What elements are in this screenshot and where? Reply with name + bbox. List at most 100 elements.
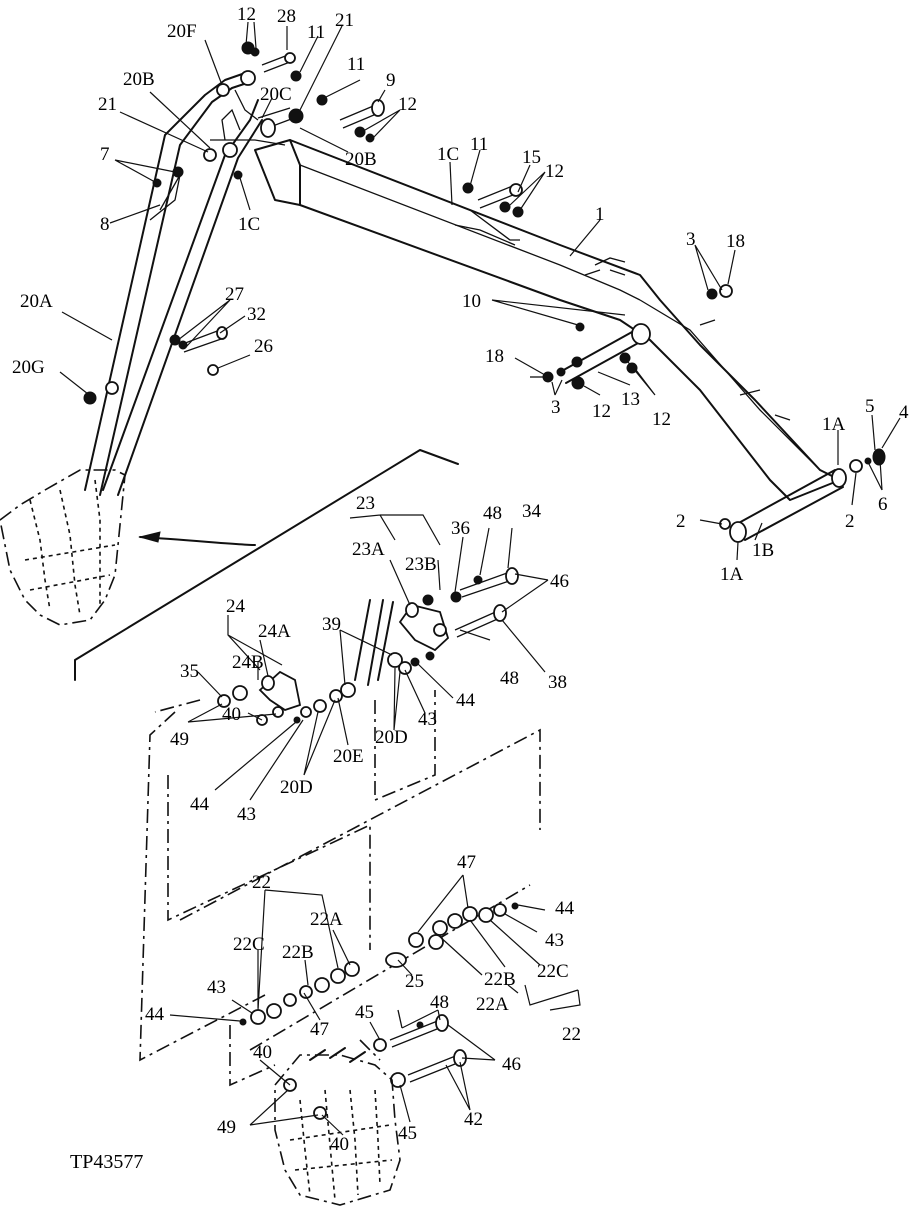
callout: 44 [456, 690, 476, 711]
callout: 21 [98, 94, 117, 115]
arm-tip [354, 599, 394, 686]
callout: 24 [226, 596, 246, 617]
callout: 1B [752, 540, 774, 561]
callout: 9 [386, 70, 396, 91]
boom [254, 139, 841, 501]
callout: 22 [252, 872, 271, 893]
callout: 47 [457, 852, 476, 873]
callout: 22B [484, 969, 516, 990]
callout: 34 [522, 501, 542, 522]
callout: 22B [282, 942, 314, 963]
callout: 22A [476, 994, 509, 1015]
bucket-link-24 [217, 670, 302, 726]
callout: 21 [335, 10, 354, 31]
callout: 43 [207, 977, 226, 998]
callout: 35 [180, 661, 199, 682]
panel-frame [74, 449, 459, 681]
callout: 11 [347, 54, 365, 75]
callout: 22A [310, 909, 343, 930]
callout: 23A [352, 539, 385, 560]
arm-cylinder-pin [169, 326, 228, 376]
callout: 11 [470, 134, 488, 155]
pin-cap [719, 284, 733, 298]
callout: 15 [522, 147, 541, 168]
callout: 40 [253, 1042, 272, 1063]
callout: 46 [550, 571, 569, 592]
callout: 20B [123, 69, 155, 90]
bucket-pins [373, 1009, 467, 1088]
callout: 7 [100, 144, 110, 165]
callout: 24B [232, 652, 264, 673]
callout: 44 [555, 898, 575, 919]
callout: 40 [330, 1134, 349, 1155]
bucket-bottom [274, 1047, 401, 1206]
callout: 48 [500, 668, 519, 689]
callout: 1C [437, 144, 459, 165]
callout: 45 [355, 1002, 374, 1023]
callout: 22C [537, 961, 569, 982]
callout: 10 [462, 291, 481, 312]
callout: 48 [483, 503, 502, 524]
callout: 5 [865, 396, 875, 417]
callout: 20A [20, 291, 53, 312]
callout: 36 [451, 518, 470, 539]
boom-cylinder-pin [530, 322, 651, 390]
callout: 27 [225, 284, 244, 305]
arm-tip-bushings [293, 651, 435, 724]
callout: 44 [190, 794, 210, 815]
callout: 3 [686, 229, 696, 250]
callout: 20D [375, 727, 408, 748]
callout: 12 [652, 409, 671, 430]
callout: 40 [222, 704, 241, 725]
callout: 43 [237, 804, 256, 825]
callout: 3 [551, 397, 561, 418]
callout: 28 [277, 6, 296, 27]
callout: 24A [258, 621, 291, 642]
callout: 12 [398, 94, 417, 115]
callout: 43 [545, 930, 564, 951]
callout: 49 [217, 1117, 236, 1138]
callout: 26 [254, 336, 273, 357]
callout: 32 [247, 304, 266, 325]
callout: 1C [238, 214, 260, 235]
callout: 22 [562, 1024, 581, 1045]
callout: 38 [548, 672, 567, 693]
callout: 20E [333, 746, 364, 767]
callout: 1A [822, 414, 846, 435]
callout: 2 [845, 511, 855, 532]
callout: 20C [260, 84, 292, 105]
callout: 25 [405, 971, 424, 992]
callout: 6 [878, 494, 888, 515]
callout: 12 [592, 401, 611, 422]
callout: 23B [405, 554, 437, 575]
bucket-link-23 [398, 567, 519, 652]
arm [83, 70, 286, 496]
callout: 18 [726, 231, 745, 252]
bucket-top [0, 469, 126, 626]
callout: 23 [356, 493, 375, 514]
callout: 42 [464, 1109, 483, 1130]
callout: 43 [418, 709, 437, 730]
arrow-head [138, 531, 161, 543]
callout: 48 [430, 992, 449, 1013]
callout: 18 [485, 346, 504, 367]
callout: 12 [545, 161, 564, 182]
callout: 20D [280, 777, 313, 798]
callout: 20F [167, 21, 197, 42]
callout: 11 [307, 22, 325, 43]
callout: 20B [345, 149, 377, 170]
callout: 22C [233, 934, 265, 955]
callout: 45 [398, 1123, 417, 1144]
callout: 46 [502, 1054, 521, 1075]
callout: 20G [12, 357, 45, 378]
bucket-link-22-left [239, 961, 360, 1026]
washer [706, 288, 718, 300]
callout: 12 [237, 4, 256, 25]
callout: 44 [145, 1004, 165, 1025]
callout: 1 [595, 204, 605, 225]
callout-labels: 12 28 20F 11 21 20B 11 20C 9 12 21 20B 7… [12, 4, 909, 1155]
callout: 49 [170, 729, 189, 750]
leader-lines [59, 21, 901, 1136]
callout: 1A [720, 564, 744, 585]
